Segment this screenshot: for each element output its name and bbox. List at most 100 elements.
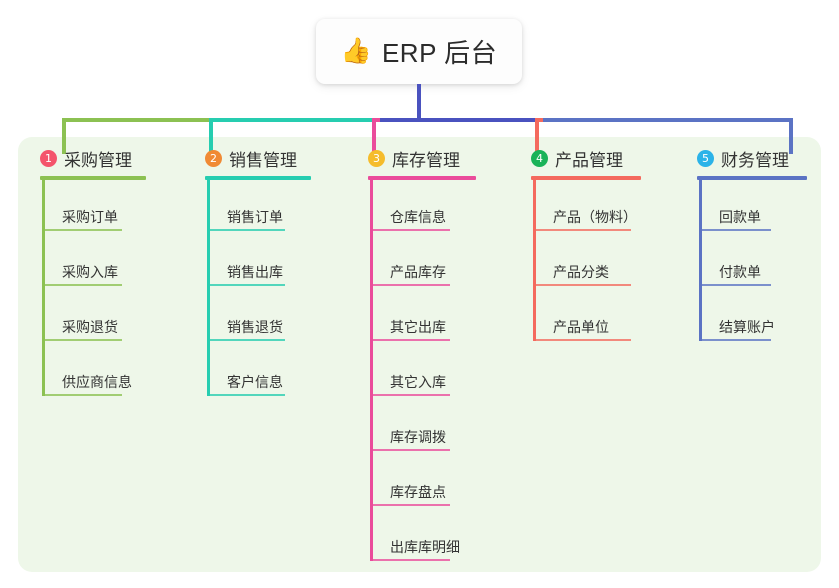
column-header-4[interactable]: 4 产品管理 (531, 146, 641, 170)
list-item-label: 产品单位 (553, 319, 609, 335)
list-item-rule (370, 559, 450, 561)
list-item-rule (42, 394, 122, 396)
list-item-label: 回款单 (719, 209, 761, 225)
column-items: 销售订单销售出库销售退货客户信息 (205, 180, 311, 400)
root-node-title: ERP 后台 (381, 38, 498, 68)
list-item[interactable]: 出库库明细 (368, 510, 476, 565)
list-item-label: 其它入库 (390, 374, 446, 390)
list-item[interactable]: 其它出库 (368, 290, 476, 345)
bus-segment-3 (372, 118, 380, 122)
list-item[interactable]: 其它入库 (368, 345, 476, 400)
list-item[interactable]: 销售订单 (205, 180, 311, 235)
list-item[interactable]: 产品分类 (531, 235, 641, 290)
diagram-panel (18, 137, 821, 572)
root-node-erp-backend[interactable]: 👍 ERP 后台 (316, 19, 522, 84)
column-underline (40, 176, 146, 180)
list-item[interactable]: 产品单位 (531, 290, 641, 345)
drop-connector-1 (62, 118, 66, 154)
list-item-rule (207, 394, 285, 396)
column-spine (533, 180, 536, 341)
list-item-rule (42, 339, 122, 341)
column-title: 产品管理 (555, 150, 623, 170)
column-underline (531, 176, 641, 180)
column-underline (368, 176, 476, 180)
column-spine (42, 180, 45, 396)
column-items: 采购订单采购入库采购退货供应商信息 (40, 180, 146, 400)
bus-segment-2 (209, 118, 372, 122)
bus-segment-6 (543, 118, 793, 122)
column-items: 产品（物料） 产品分类产品单位 (531, 180, 641, 345)
list-item-label: 其它出库 (390, 319, 446, 335)
column-items: 仓库信息产品库存其它出库其它入库库存调拨库存盘点出库库明细 (368, 180, 476, 565)
list-item-rule (699, 339, 771, 341)
list-item[interactable]: 销售退货 (205, 290, 311, 345)
list-item-rule (370, 394, 450, 396)
list-item-rule (370, 449, 450, 451)
list-item-label: 销售出库 (227, 264, 283, 280)
list-item-label: 采购入库 (62, 264, 118, 280)
column-产品管理: 4 产品管理产品（物料） 产品分类产品单位 (531, 146, 641, 345)
list-item[interactable]: 产品库存 (368, 235, 476, 290)
list-item-label: 供应商信息 (62, 374, 132, 390)
list-item[interactable]: 回款单 (697, 180, 807, 235)
list-item-label: 库存调拨 (390, 429, 446, 445)
list-item-label: 采购退货 (62, 319, 118, 335)
list-item-label: 出库库明细 (390, 539, 460, 555)
column-title: 库存管理 (392, 150, 460, 170)
bus-segment-5 (535, 118, 543, 122)
column-badge-number: 1 (40, 149, 57, 167)
list-item[interactable]: 客户信息 (205, 345, 311, 400)
list-item-rule (42, 229, 122, 231)
list-item-label: 采购订单 (62, 209, 118, 225)
list-item-label: 库存盘点 (390, 484, 446, 500)
list-item-rule (370, 504, 450, 506)
list-item-rule (533, 229, 631, 231)
drop-connector-4 (535, 118, 539, 154)
list-item-rule (699, 284, 771, 286)
column-underline (697, 176, 807, 180)
list-item-label: 销售订单 (227, 209, 283, 225)
list-item-rule (533, 284, 631, 286)
list-item-rule (699, 229, 771, 231)
column-header-3[interactable]: 3 库存管理 (368, 146, 476, 170)
list-item[interactable]: 付款单 (697, 235, 807, 290)
list-item-rule (533, 339, 631, 341)
column-spine (370, 180, 373, 561)
column-badge-number: 3 (368, 149, 385, 167)
column-header-5[interactable]: 5 财务管理 (697, 146, 807, 170)
list-item-label: 客户信息 (227, 374, 283, 390)
bus-segment-1 (62, 118, 209, 122)
list-item-label: 产品库存 (390, 264, 446, 280)
drop-connector-5 (789, 118, 793, 154)
list-item-label: 销售退货 (227, 319, 283, 335)
list-item-rule (207, 229, 285, 231)
list-item[interactable]: 采购入库 (40, 235, 146, 290)
list-item-label: 产品（物料） (553, 209, 637, 225)
list-item[interactable]: 库存调拨 (368, 400, 476, 455)
list-item[interactable]: 库存盘点 (368, 455, 476, 510)
column-spine (207, 180, 210, 396)
column-badge-number: 5 (697, 149, 714, 167)
bus-segment-4 (380, 118, 535, 122)
list-item[interactable]: 供应商信息 (40, 345, 146, 400)
list-item[interactable]: 仓库信息 (368, 180, 476, 235)
list-item[interactable]: 产品（物料） (531, 180, 641, 235)
column-spine (699, 180, 702, 341)
thumbs-up-icon: 👍 (340, 37, 372, 65)
column-title: 财务管理 (721, 150, 789, 170)
list-item-rule (370, 284, 450, 286)
column-badge-number: 4 (531, 149, 548, 167)
column-财务管理: 5 财务管理回款单付款单结算账户 (697, 146, 807, 345)
list-item[interactable]: 销售出库 (205, 235, 311, 290)
list-item[interactable]: 采购订单 (40, 180, 146, 235)
list-item[interactable]: 结算账户 (697, 290, 807, 345)
root-trunk-connector (417, 84, 421, 119)
list-item-rule (370, 339, 450, 341)
list-item-rule (207, 339, 285, 341)
list-item-rule (207, 284, 285, 286)
list-item[interactable]: 采购退货 (40, 290, 146, 345)
